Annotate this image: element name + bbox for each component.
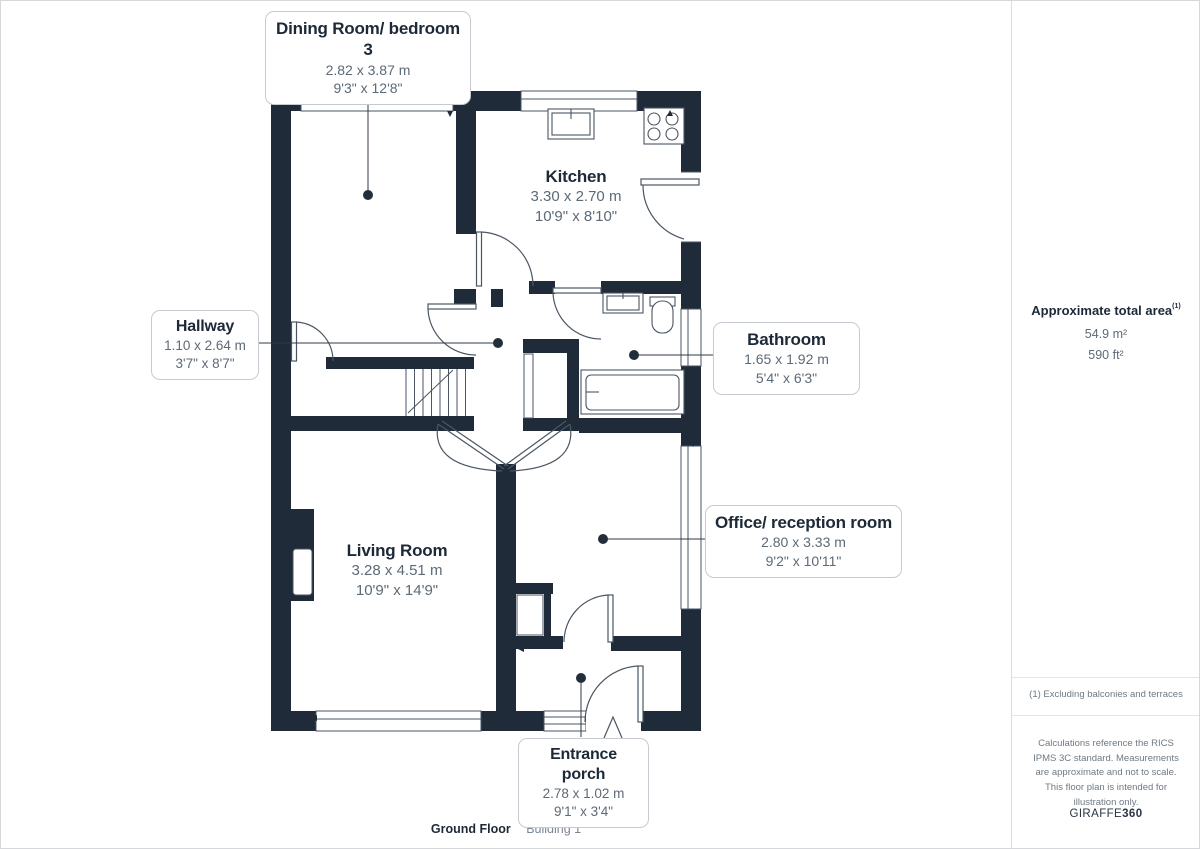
room-dim-metric: 2.82 x 3.87 m: [325, 61, 411, 78]
room-dim-imperial: 10'9" x 8'10": [534, 208, 618, 226]
door-office: [563, 594, 614, 643]
bathroom-sink-icon: [602, 292, 644, 314]
toilet-icon: [649, 296, 676, 334]
label-hallway: Hallway 1.10 x 2.64 m 3'7" x 8'7": [151, 310, 259, 381]
direction-markers: [285, 110, 696, 721]
area-footnote: (1) Excluding balconies and terraces: [1029, 689, 1183, 700]
room-marker-dots: [363, 190, 639, 683]
windows: [292, 90, 702, 732]
door-dining: [290, 321, 334, 362]
room-dim-metric: 3.28 x 4.51 m: [351, 562, 443, 580]
room-dim-imperial: 9'3" x 12'8": [333, 80, 403, 97]
door-front: [584, 665, 644, 723]
giraffe360-logo: GIRAFFE360: [1012, 808, 1199, 820]
room-dim-imperial: 5'4" x 6'3": [755, 370, 818, 386]
total-area-block: Approximate total area(1) 54.9 m² 590 ft…: [1012, 302, 1199, 362]
doors: [290, 178, 700, 723]
brand-bold: 360: [1122, 808, 1143, 820]
total-area-m2: 54.9 m²: [1084, 327, 1128, 341]
label-living-room: Living Room 3.28 x 4.51 m 10'9" x 14'9": [315, 540, 479, 601]
stairs: [405, 369, 466, 416]
door-kitchen-back: [640, 178, 700, 240]
leader-lines: [259, 78, 713, 737]
label-dining-room: Dining Room/ bedroom 3 2.82 x 3.87 m 9'3…: [265, 11, 471, 105]
room-dim-imperial: 10'9" x 14'9": [355, 582, 439, 600]
stove-icon: [643, 107, 685, 145]
room-name: Office/ reception room: [715, 513, 892, 532]
room-dim-metric: 2.80 x 3.33 m: [761, 534, 846, 551]
label-kitchen: Kitchen 3.30 x 2.70 m 10'9" x 8'10": [496, 166, 656, 227]
sidebar: Approximate total area(1) 54.9 m² 590 ft…: [1012, 1, 1199, 848]
room-name: Hallway: [175, 318, 235, 335]
room-name: Dining Room/ bedroom 3: [276, 19, 460, 60]
door-kitchen-inner: [475, 231, 534, 287]
label-office: Office/ reception room 2.80 x 3.33 m 9'2…: [705, 505, 902, 578]
room-dim-imperial: 9'2" x 10'11": [765, 553, 842, 569]
entrance-arrow: [603, 715, 623, 739]
total-area-label: Approximate total area: [1031, 303, 1173, 318]
floorplan-drawing: [259, 78, 713, 739]
sidebar-rule-top: [1012, 677, 1199, 678]
room-name: Entrance porch: [550, 746, 617, 783]
room-dim-imperial: 9'1" x 3'4": [553, 804, 614, 820]
room-dim-metric: 2.78 x 1.02 m: [542, 786, 625, 801]
kitchen-sink-icon: [547, 108, 595, 140]
room-dim-imperial: 3'7" x 8'7": [175, 356, 235, 372]
disclaimer-text: Calculations reference the RICS IPMS 3C …: [1033, 738, 1179, 808]
total-area-superscript: (1): [1172, 303, 1181, 310]
label-entrance-porch: Entrance porch 2.78 x 1.02 m 9'1" x 3'4": [518, 738, 649, 829]
brand-regular: GIRAFFE: [1069, 808, 1123, 820]
bathtub-icon: [580, 369, 685, 415]
fixtures: [547, 107, 685, 415]
door-french-double: [436, 420, 572, 472]
door-hallway: [427, 303, 477, 356]
room-dim-metric: 1.10 x 2.64 m: [164, 338, 246, 353]
sidebar-divider: [1011, 1, 1012, 848]
door-bathroom: [552, 287, 602, 340]
room-dim-metric: 3.30 x 2.70 m: [530, 188, 622, 206]
floor-label: Ground Floor: [430, 822, 511, 836]
total-area-ft2: 590 ft²: [1088, 348, 1124, 362]
room-name: Kitchen: [545, 167, 607, 186]
sidebar-rule-bottom: [1012, 715, 1199, 716]
room-name: Bathroom: [747, 330, 826, 349]
room-name: Living Room: [346, 541, 448, 560]
label-bathroom: Bathroom 1.65 x 1.92 m 5'4" x 6'3": [713, 322, 860, 395]
floor-footer: Ground Floor Building 1: [1, 822, 1011, 836]
room-dim-metric: 1.65 x 1.92 m: [744, 351, 829, 368]
